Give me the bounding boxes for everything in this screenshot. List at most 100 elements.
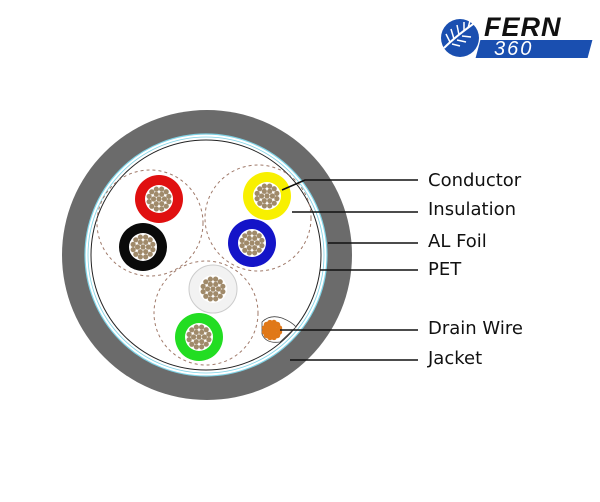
insulated-conductor	[188, 264, 238, 314]
strand	[252, 245, 258, 251]
strand	[267, 188, 273, 194]
strand	[191, 334, 197, 340]
strand	[203, 293, 209, 299]
strand	[217, 279, 223, 285]
strand	[193, 324, 199, 330]
strand	[130, 241, 136, 247]
label-conductor: Conductor	[428, 170, 522, 191]
strand	[267, 198, 273, 204]
strand	[166, 193, 172, 199]
pair-1-boundary	[96, 169, 204, 277]
strand	[261, 188, 267, 194]
strand	[140, 244, 146, 250]
label-jacket: Jacket	[428, 348, 483, 369]
strand	[161, 196, 167, 202]
strand	[196, 334, 202, 340]
strand	[199, 329, 205, 335]
strand	[143, 234, 149, 240]
strand	[246, 250, 252, 256]
strand	[137, 254, 143, 260]
strand	[133, 237, 139, 243]
strand	[244, 240, 250, 246]
strand	[252, 235, 258, 241]
strand	[257, 200, 263, 206]
strand	[201, 334, 207, 340]
fern-globe-icon	[441, 19, 479, 57]
pair-2-boundary	[204, 164, 312, 272]
insulated-conductor	[119, 223, 167, 271]
strand	[156, 196, 162, 202]
strand	[199, 339, 205, 345]
strand	[269, 193, 275, 199]
pair-3-boundary	[153, 260, 259, 366]
strand	[207, 291, 213, 297]
label-al-foil: AL Foil	[428, 231, 487, 252]
strand	[220, 289, 226, 295]
strand	[261, 203, 267, 209]
conductor-leader	[281, 179, 418, 191]
strand	[271, 334, 277, 341]
strand	[246, 245, 252, 251]
strand	[159, 201, 165, 207]
strand	[143, 249, 149, 255]
strand	[274, 190, 280, 196]
strand	[267, 203, 273, 209]
strand	[239, 243, 245, 249]
strand	[145, 244, 151, 250]
strand	[249, 240, 255, 246]
strand	[267, 319, 273, 326]
strand	[133, 251, 139, 257]
strand	[246, 230, 252, 236]
strand	[130, 247, 136, 253]
strand	[239, 237, 245, 243]
strand	[147, 251, 153, 257]
strand	[274, 196, 280, 202]
strand	[189, 327, 195, 333]
strand	[254, 196, 260, 202]
strand	[153, 206, 159, 212]
strand	[150, 247, 156, 253]
strand	[259, 243, 265, 249]
strand	[153, 191, 159, 197]
strand	[254, 190, 260, 196]
strand	[252, 230, 258, 236]
strand	[203, 341, 209, 347]
strand	[257, 186, 263, 192]
strand	[199, 324, 205, 330]
strand	[199, 344, 205, 350]
logo-number: 360	[494, 38, 534, 60]
strand	[261, 329, 268, 335]
strand	[143, 239, 149, 245]
strand	[153, 201, 159, 207]
strand	[242, 247, 248, 253]
strand	[150, 241, 156, 247]
logo-brand: FERN	[484, 12, 562, 42]
drain-wire	[261, 316, 297, 343]
insulated-conductor	[175, 313, 223, 361]
strand	[205, 286, 211, 292]
strand	[271, 200, 277, 206]
strand	[149, 189, 155, 195]
strand	[264, 193, 270, 199]
strand	[137, 234, 143, 240]
strand	[163, 189, 169, 195]
strand	[149, 203, 155, 209]
strand	[259, 237, 265, 243]
label-pet: PET	[428, 259, 462, 280]
strand	[215, 286, 221, 292]
fern360-logo: FERN 360	[438, 12, 593, 60]
strand	[271, 186, 277, 192]
strand	[200, 289, 206, 295]
strand	[166, 199, 172, 205]
strand	[137, 249, 143, 255]
strand	[159, 186, 165, 192]
strand	[217, 293, 223, 299]
strand	[189, 341, 195, 347]
strand	[213, 296, 219, 302]
strand	[210, 286, 216, 292]
label-insulation: Insulation	[428, 199, 517, 220]
strand	[213, 281, 219, 287]
strand	[242, 233, 248, 239]
strand	[254, 240, 260, 246]
